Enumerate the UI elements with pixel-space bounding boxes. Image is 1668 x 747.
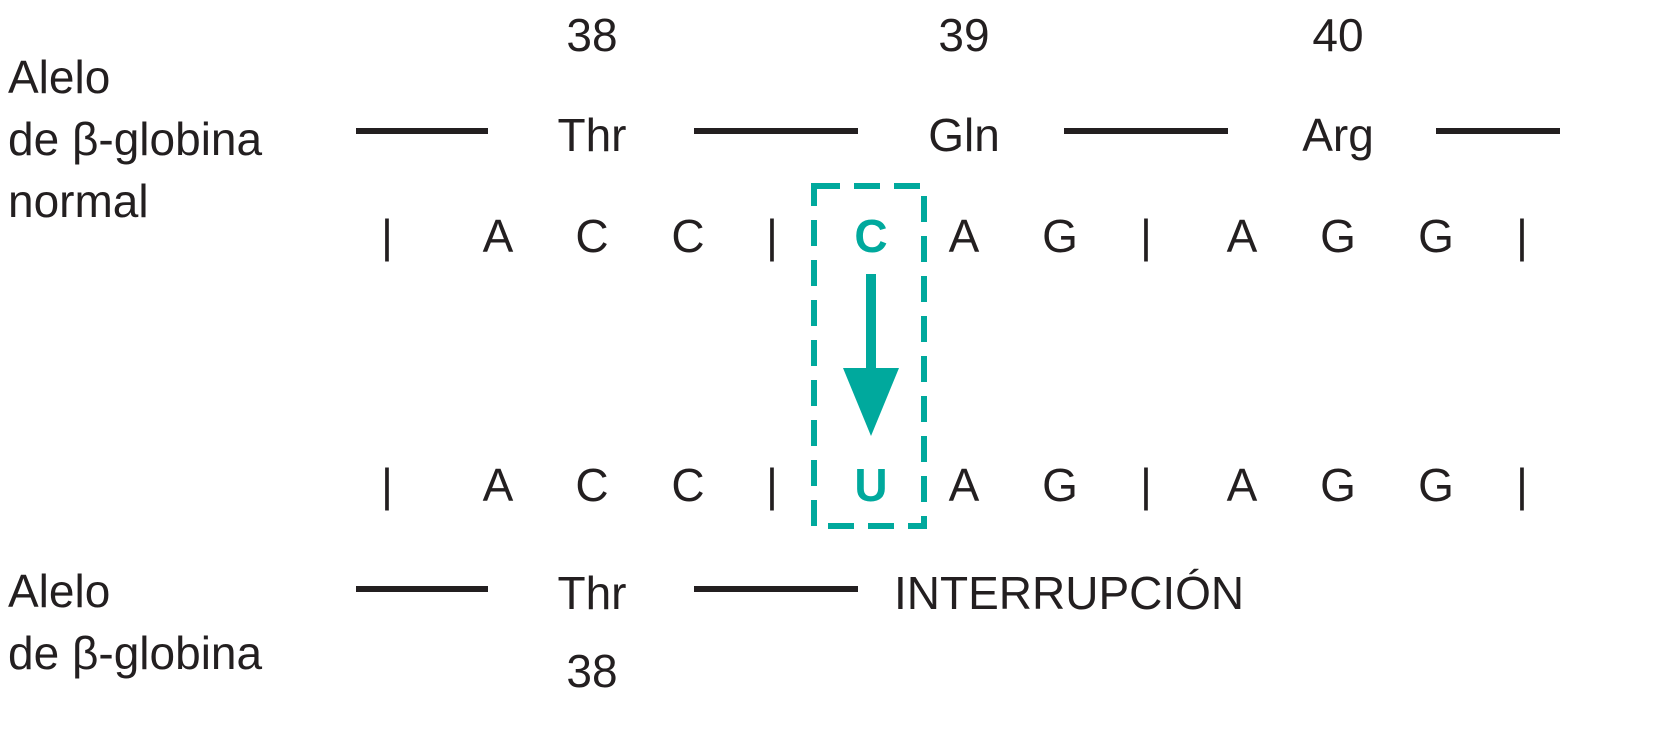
codon-number-38: 38	[566, 9, 618, 61]
mutant-mutated-nucleotide: U	[854, 459, 888, 511]
codon-number-40: 40	[1312, 9, 1364, 61]
normal-codon-divider: |	[1516, 210, 1528, 262]
normal-peptide-bond-3	[1064, 128, 1228, 134]
mutant-codon-number-38: 38	[566, 645, 618, 697]
normal-nucleotide: G	[1418, 210, 1454, 262]
normal-label-line-1: Alelo	[8, 51, 111, 103]
stop-text: INTERRUPCIÓN	[894, 567, 1245, 619]
mutation-highlight-box	[811, 183, 927, 529]
codon-number-39: 39	[938, 9, 990, 61]
mutant-nucleotide: A	[482, 459, 514, 511]
normal-peptide-bond-1	[356, 128, 488, 134]
mutant-allele-label: Alelo de β-globina	[8, 560, 262, 684]
mutant-nucleotide: C	[575, 459, 609, 511]
mutant-codon-divider: |	[1516, 459, 1528, 511]
normal-label-line-2: de β-globina	[8, 113, 263, 165]
normal-mutated-nucleotide: C	[854, 210, 888, 262]
normal-amino-acid-gln: Gln	[928, 109, 1000, 161]
mutant-nucleotide: G	[1042, 459, 1078, 511]
mutant-nucleotide: G	[1320, 459, 1356, 511]
normal-nucleotide: A	[1226, 210, 1258, 262]
normal-nucleotide: C	[671, 210, 705, 262]
mutant-nucleotide: A	[1226, 459, 1258, 511]
mutant-nucleotide: G	[1418, 459, 1454, 511]
mutation-arrow-head-icon	[843, 368, 899, 436]
normal-nucleotide: G	[1320, 210, 1356, 262]
mutant-label-line-1: Alelo	[8, 565, 111, 617]
mutant-label-line-2: de β-globina	[8, 627, 263, 679]
normal-nucleotide: A	[482, 210, 514, 262]
mutant-peptide-bond-2	[694, 586, 858, 592]
mutant-amino-acid-thr: Thr	[557, 567, 627, 619]
normal-codon-divider: |	[381, 210, 393, 262]
mutant-codon-divider: |	[766, 459, 778, 511]
mutant-nucleotide: A	[948, 459, 980, 511]
normal-nucleotide: A	[948, 210, 980, 262]
normal-peptide-bond-2	[694, 128, 858, 134]
normal-amino-acid-arg: Arg	[1302, 109, 1374, 161]
normal-allele-label: Alelo de β-globina normal	[8, 46, 262, 232]
normal-label-line-3: normal	[8, 175, 149, 227]
mutant-codon-divider: |	[1140, 459, 1152, 511]
normal-amino-acid-thr: Thr	[557, 109, 627, 161]
mutant-codon-divider: |	[381, 459, 393, 511]
mutant-peptide-bond-1	[356, 586, 488, 592]
normal-nucleotide: G	[1042, 210, 1078, 262]
normal-peptide-bond-4	[1436, 128, 1560, 134]
mutant-nucleotide: C	[671, 459, 705, 511]
normal-nucleotide: C	[575, 210, 609, 262]
normal-codon-divider: |	[766, 210, 778, 262]
normal-codon-divider: |	[1140, 210, 1152, 262]
